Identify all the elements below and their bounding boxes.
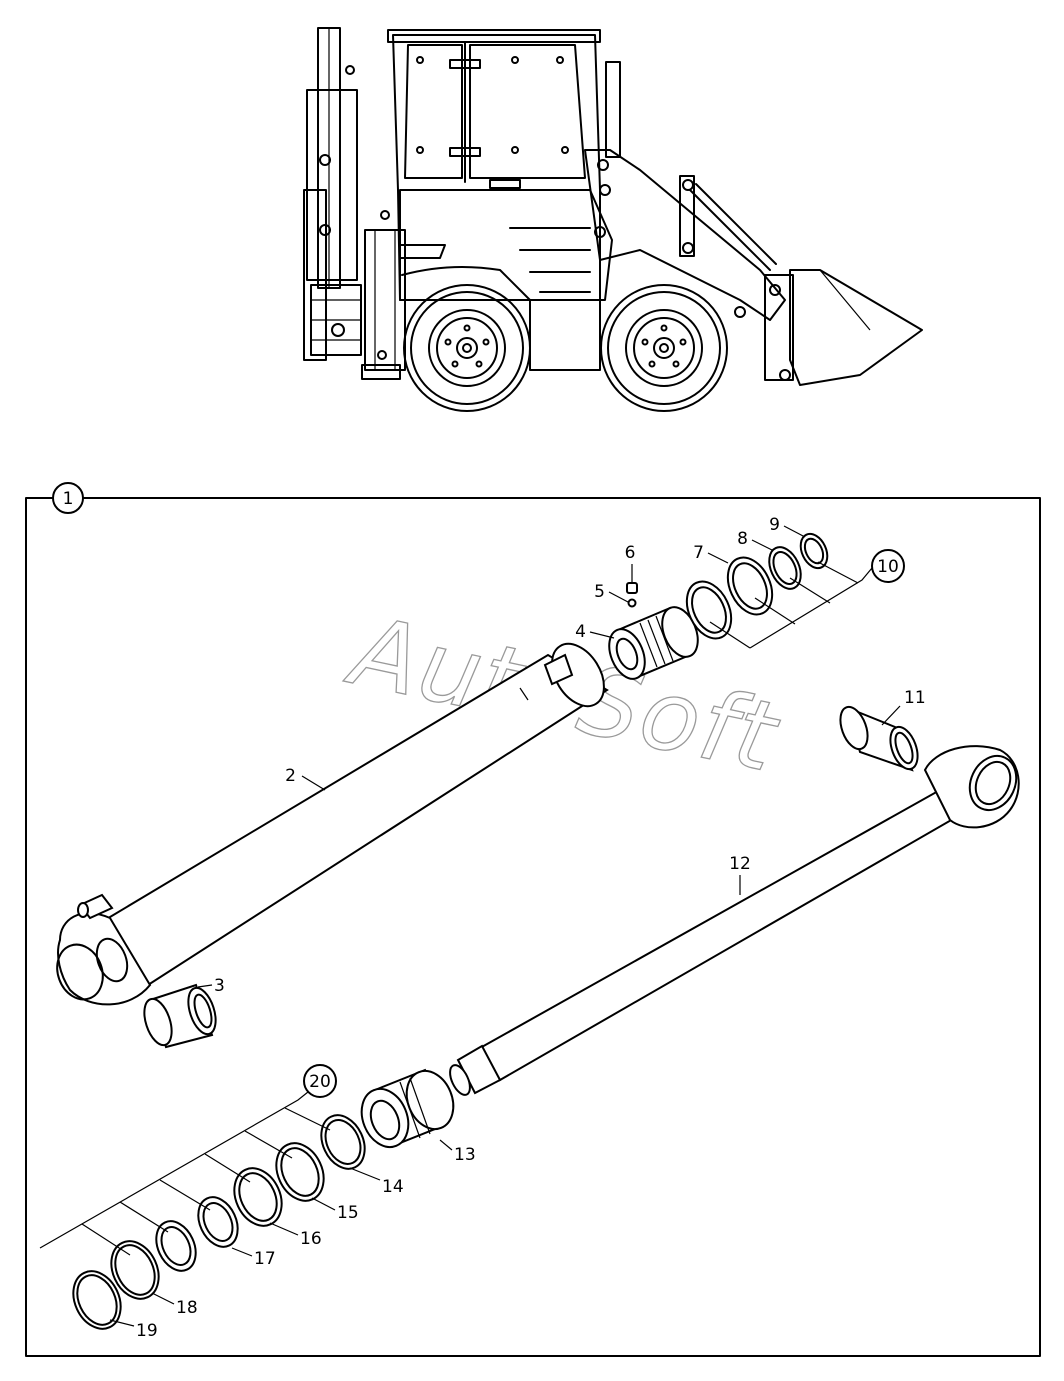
callout-13-label: 13 — [454, 1145, 476, 1165]
seal-ring-15 — [275, 1142, 325, 1202]
kit-10-bracket — [709, 561, 873, 649]
callout-10-label: 10 — [877, 557, 899, 577]
callout-17-label: 17 — [254, 1249, 276, 1269]
cab — [387, 29, 601, 301]
piston-rod-12 — [449, 745, 1020, 1096]
callout-6-label: 6 — [625, 543, 636, 563]
body — [399, 189, 613, 301]
bucket-rib — [819, 269, 871, 331]
callout-12-label: 12 — [729, 854, 751, 874]
loader-bucket — [789, 269, 923, 386]
wear-ring-7 — [685, 580, 733, 640]
seal-ring-18 — [110, 1240, 160, 1300]
chassis — [529, 299, 601, 371]
callout-leaders — [109, 525, 901, 1327]
detail-frame — [25, 497, 1041, 1357]
ball-5 — [627, 598, 637, 608]
callout-14-label: 14 — [382, 1177, 404, 1197]
seal-ring-16 — [233, 1167, 283, 1227]
seal-ring-14 — [320, 1114, 366, 1170]
callout-16-label: 16 — [300, 1229, 322, 1249]
callout-11-label: 11 — [904, 688, 926, 708]
callout-9-label: 9 — [769, 515, 780, 535]
bushing-11 — [839, 705, 919, 772]
callout-4-label: 4 — [575, 622, 586, 642]
callout-19-label: 19 — [136, 1321, 158, 1341]
front-wheel — [600, 284, 728, 412]
bushing-3 — [143, 983, 217, 1049]
set-screw-6 — [626, 582, 638, 594]
loader-arm — [584, 149, 794, 381]
wear-ring-17b — [155, 1220, 197, 1272]
cylinder-tube — [56, 642, 609, 1006]
backhoe-arm — [303, 27, 362, 361]
callout-20-label: 20 — [309, 1072, 331, 1092]
seal-ring-7b — [726, 556, 774, 616]
backhoe-loader-illustration — [303, 27, 923, 412]
callout-1-label: 1 — [63, 489, 74, 509]
callout-8-label: 8 — [737, 529, 748, 549]
callout-20: 20 — [303, 1064, 337, 1098]
exhaust-stack — [605, 61, 621, 158]
seal-ring-9 — [799, 532, 829, 570]
callout-2-label: 2 — [285, 766, 296, 786]
callout-18-label: 18 — [176, 1298, 198, 1318]
gland-13 — [360, 1068, 455, 1149]
rear-wheel — [403, 284, 531, 412]
callout-15-label: 15 — [337, 1203, 359, 1223]
wear-ring-17 — [197, 1196, 239, 1248]
piston-4 — [608, 606, 699, 680]
seal-ring-8 — [768, 546, 802, 590]
callout-1: 1 — [52, 482, 84, 514]
callout-10: 10 — [871, 549, 905, 583]
callout-5-label: 5 — [594, 582, 605, 602]
callout-7-label: 7 — [693, 543, 704, 563]
seal-ring-19 — [72, 1270, 122, 1330]
callout-3-label: 3 — [214, 976, 225, 996]
